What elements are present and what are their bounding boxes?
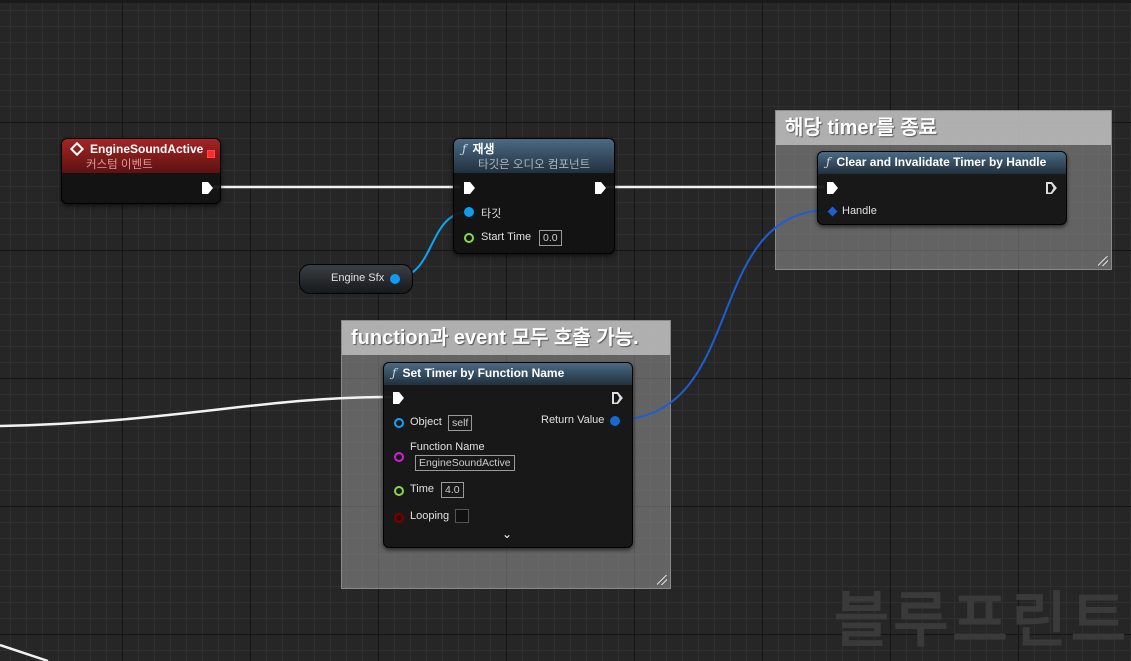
top-edge <box>0 0 1131 3</box>
exec-out-pin[interactable] <box>595 182 606 194</box>
time-input[interactable]: 4.0 <box>441 482 464 498</box>
function-icon: ƒ <box>392 366 397 380</box>
exec-out-pin[interactable] <box>612 392 623 404</box>
exec-wire-into-set-timer[interactable] <box>0 395 393 428</box>
function-icon: ƒ <box>826 155 831 169</box>
object-pin[interactable] <box>394 418 404 428</box>
node-header[interactable]: ƒ 재생 타깃은 오디오 컴포넌트 <box>454 139 614 173</box>
time-pin[interactable] <box>394 486 404 496</box>
exec-out-pin[interactable] <box>202 182 213 194</box>
comment-title[interactable]: function과 event 모두 호출 가능. <box>342 321 670 355</box>
function-name-input[interactable]: EngineSoundActive <box>415 455 515 471</box>
looping-pin[interactable] <box>394 513 404 523</box>
resize-handle-icon[interactable] <box>1098 256 1108 266</box>
time-label: Time <box>410 483 435 495</box>
engine-sfx-variable-node[interactable]: Engine Sfx <box>299 264 413 294</box>
return-value-label: Return Value <box>541 414 605 426</box>
custom-event-node[interactable]: EngineSoundActive 커스텀 이벤트 <box>61 138 221 204</box>
node-title: Set Timer by Function Name <box>402 366 565 380</box>
delegate-pin-icon[interactable] <box>207 150 215 158</box>
node-title: Clear and Invalidate Timer by Handle <box>836 155 1047 169</box>
return-value-pin[interactable] <box>610 416 620 426</box>
exec-out-pin[interactable] <box>1046 182 1057 194</box>
variable-out-pin[interactable] <box>390 274 400 284</box>
start-time-pin[interactable] <box>464 233 474 243</box>
looping-label: Looping <box>410 510 450 522</box>
node-header[interactable]: EngineSoundActive 커스텀 이벤트 <box>62 139 220 173</box>
play-node[interactable]: ƒ 재생 타깃은 오디오 컴포넌트 타깃 Start Time 0.0 <box>453 138 615 254</box>
target-label: 타깃 <box>481 208 502 220</box>
struct-wire-return-to-handle[interactable] <box>613 209 831 421</box>
function-icon: ƒ <box>462 142 467 156</box>
function-name-pin[interactable] <box>394 452 404 462</box>
node-header[interactable]: ƒ Clear and Invalidate Timer by Handle <box>818 152 1066 174</box>
object-input[interactable]: self <box>448 415 473 431</box>
node-title: EngineSoundActive <box>90 142 204 156</box>
node-header[interactable]: ƒ Set Timer by Function Name <box>384 363 632 385</box>
node-subtitle: 커스텀 이벤트 <box>86 159 153 171</box>
event-diamond-icon <box>69 141 85 157</box>
watermark-text: 블루프린트 <box>834 586 1130 656</box>
clear-timer-node[interactable]: ƒ Clear and Invalidate Timer by Handle Ha… <box>817 151 1067 225</box>
exec-in-pin[interactable] <box>393 392 404 404</box>
exec-wire-bottom[interactable] <box>0 643 49 661</box>
function-name-label: Function Name <box>410 441 485 453</box>
handle-label: Handle <box>842 205 877 217</box>
looping-checkbox[interactable] <box>455 509 469 523</box>
target-pin[interactable] <box>464 207 474 217</box>
resize-handle-icon[interactable] <box>657 575 667 585</box>
handle-pin[interactable] <box>827 206 838 217</box>
start-time-label: Start Time <box>481 231 532 243</box>
comment-title[interactable]: 해당 timer를 종료 <box>776 111 1111 145</box>
chevron-down-icon[interactable]: ⌄ <box>502 527 513 541</box>
variable-label: Engine Sfx <box>331 272 385 284</box>
exec-in-pin[interactable] <box>827 182 838 194</box>
start-time-input[interactable]: 0.0 <box>539 230 562 246</box>
object-label: Object <box>410 416 442 428</box>
node-title: 재생 <box>472 142 495 156</box>
node-subtitle: 타깃은 오디오 컴포넌트 <box>478 159 591 171</box>
exec-in-pin[interactable] <box>464 182 475 194</box>
